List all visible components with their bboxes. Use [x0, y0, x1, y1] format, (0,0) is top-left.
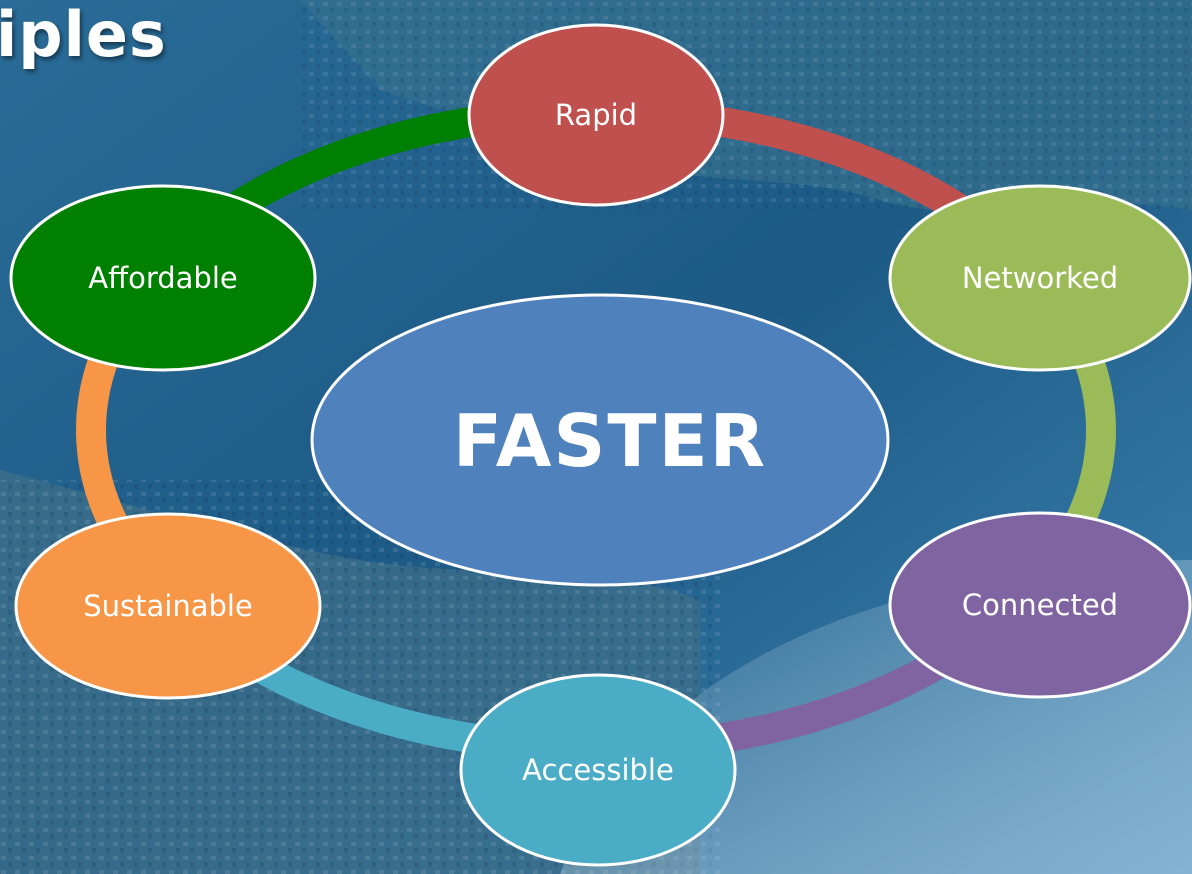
- node-rapid-label: Rapid: [555, 98, 637, 132]
- node-networked: Networked: [888, 184, 1192, 372]
- node-connected-label: Connected: [962, 588, 1118, 622]
- node-sustainable-ellipse: [14, 512, 322, 700]
- node-accessible-ellipse: [459, 673, 737, 867]
- center-node: FASTER: [310, 293, 890, 587]
- node-sustainable-label: Sustainable: [83, 589, 253, 623]
- center-ellipse: [310, 293, 890, 587]
- node-rapid-ellipse: [467, 23, 725, 207]
- slide-heading: iples: [0, 0, 167, 71]
- node-affordable-label: Affordable: [88, 261, 237, 295]
- node-sustainable: Sustainable: [14, 512, 322, 700]
- node-networked-label: Networked: [962, 261, 1118, 295]
- node-connected: Connected: [888, 511, 1192, 699]
- node-affordable: Affordable: [9, 184, 317, 372]
- node-connected-ellipse: [888, 511, 1192, 699]
- center-label: FASTER: [453, 399, 767, 483]
- node-accessible: Accessible: [459, 673, 737, 867]
- land-texture-top: [300, 0, 1192, 210]
- node-affordable-ellipse: [9, 184, 317, 372]
- node-networked-ellipse: [888, 184, 1192, 372]
- node-accessible-label: Accessible: [522, 753, 674, 787]
- node-rapid: Rapid: [467, 23, 725, 207]
